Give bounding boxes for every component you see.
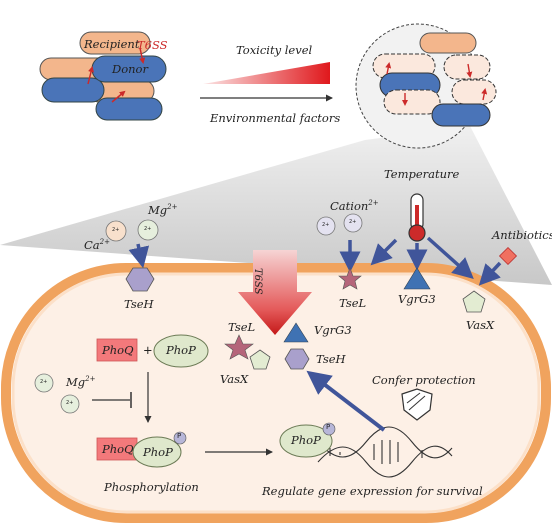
label-tseh-inside: TseH <box>316 352 346 366</box>
tseh-hexagon-inside <box>284 348 310 370</box>
bacteria-group <box>39 31 167 121</box>
dna-helix <box>317 426 453 478</box>
label-vgrg3-membrane: VgrG3 <box>398 292 436 306</box>
thermometer-icon <box>408 193 426 242</box>
label-antibiotics: Antibiotics <box>492 228 552 242</box>
bead-label-5: 2+ <box>40 379 48 385</box>
cation-beads <box>316 213 363 236</box>
phospho-bead-1 <box>173 431 187 445</box>
label-phoq-top: PhoQ <box>102 343 134 357</box>
label-mg-cell: Mg2+ <box>66 375 96 389</box>
label-p-1: P <box>177 432 182 440</box>
label-toxicity: Toxicity level <box>236 43 313 57</box>
label-donor: Donor <box>112 62 148 76</box>
label-cation: Cation2+ <box>330 199 379 213</box>
label-vgrg3-inside: VgrG3 <box>314 323 352 337</box>
label-vasx-inside: VasX <box>220 372 249 386</box>
ion-beads-top <box>105 219 159 242</box>
label-regulate: Regulate gene expression for survival <box>262 484 483 498</box>
mg-beads-cell <box>34 373 80 414</box>
vasx-pentagon-inside <box>249 349 271 370</box>
antibiotic-diamond-icon <box>498 246 518 266</box>
label-phosphorylation: Phosphorylation <box>104 480 199 494</box>
label-tsel-inside: TseL <box>228 320 256 334</box>
label-recipient: Recipient <box>84 37 140 51</box>
tseh-hexagon <box>125 267 155 292</box>
label-vasx-membrane: VasX <box>466 318 495 332</box>
phop-oval-top <box>153 334 209 368</box>
phop-oval-dna <box>279 424 333 458</box>
label-tseh-membrane: TseH <box>124 297 154 311</box>
label-phoq-bottom: PhoQ <box>102 442 134 456</box>
label-phop-top: PhoP <box>166 343 196 357</box>
label-temperature: Temperature <box>384 167 460 181</box>
t6ss-arrow <box>238 250 312 335</box>
bead-label-2: 2+ <box>144 226 152 232</box>
vgrg3-triangle-membrane <box>403 267 431 290</box>
label-phop-bottom: PhoP <box>143 445 173 459</box>
bead-label-6: 2+ <box>66 400 74 406</box>
label-environmental: Environmental factors <box>210 111 341 125</box>
phoq-box-top <box>96 338 138 362</box>
bead-label-1: 2+ <box>112 227 120 233</box>
label-p-2: P <box>326 423 331 431</box>
bead-label-4: 2+ <box>349 219 357 225</box>
vasx-pentagon-membrane <box>462 290 486 313</box>
label-confer: Confer protection <box>372 373 476 387</box>
label-tsel-membrane: TseL <box>339 296 367 310</box>
temperature-zoom-circle <box>355 23 497 149</box>
tsel-star-inside <box>224 334 254 360</box>
environment-arrows <box>128 236 502 286</box>
label-t6ss-inside: T6SS <box>252 268 263 295</box>
label-ca: Ca2+ <box>84 238 110 252</box>
vgrg3-triangle-inside <box>283 322 309 343</box>
tsel-star-membrane <box>338 267 362 290</box>
shield-icon <box>401 388 433 421</box>
protection-arrow <box>306 370 386 432</box>
bead-label-3: 2+ <box>322 222 330 228</box>
label-phop-dna: PhoP <box>291 433 321 447</box>
label-mg-top: Mg2+ <box>148 203 178 217</box>
label-t6ss-top: T6SS <box>137 38 168 52</box>
phop-oval-bottom <box>132 436 182 468</box>
label-plus: + <box>143 343 153 357</box>
phospho-bead-2 <box>322 422 336 436</box>
toxicity-gradient-triangle <box>203 62 330 84</box>
